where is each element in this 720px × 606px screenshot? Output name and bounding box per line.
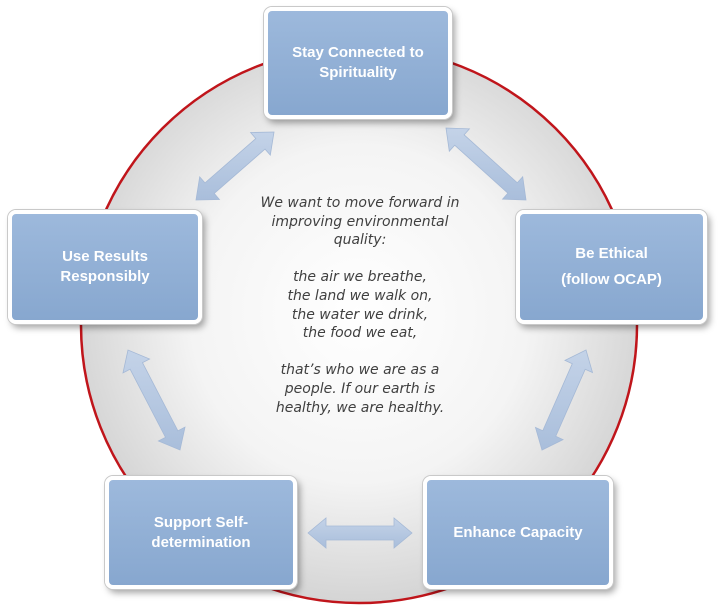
node-label-line: Support Self- xyxy=(153,513,249,531)
node-label-line: Be Ethical xyxy=(575,245,648,262)
statement-line: quality: xyxy=(333,232,387,249)
node-use-results-responsibly: Use Results Responsibly xyxy=(8,210,202,324)
arrow-top-left xyxy=(195,131,275,201)
statement-line: the water we drink, xyxy=(291,306,429,323)
arrow-top-right xyxy=(445,127,527,201)
center-statement: We want to move forward in improving env… xyxy=(236,194,484,417)
statement-line: We want to move forward in xyxy=(260,195,460,211)
statement-line: improving environmental xyxy=(271,213,449,230)
node-label-line: Responsibly xyxy=(60,268,150,285)
statement-line: the air we breathe, xyxy=(293,269,427,286)
arrow-right-bottom xyxy=(534,349,594,451)
node-support-self-determination: Support Self- determination xyxy=(105,476,297,589)
statement-line: that’s who we are as a xyxy=(280,362,440,379)
arrow-left-bottom xyxy=(122,349,186,451)
node-label-line: Enhance Capacity xyxy=(453,523,583,541)
statement-line: healthy, we are healthy. xyxy=(275,399,445,416)
node-label-line: Stay Connected to xyxy=(292,44,424,61)
node-label-line: (follow OCAP) xyxy=(561,271,662,288)
node-label-line: Spirituality xyxy=(319,64,397,81)
arrow-bottom xyxy=(307,517,413,549)
node-be-ethical: Be Ethical (follow OCAP) xyxy=(516,210,707,324)
statement-line: the food we eat, xyxy=(302,325,418,342)
node-label-line: determination xyxy=(151,533,251,551)
node-label-line: Use Results xyxy=(62,248,148,265)
statement-line: the land we walk on, xyxy=(287,287,433,304)
statement-line: people. If our earth is xyxy=(284,380,436,397)
node-enhance-capacity: Enhance Capacity xyxy=(423,476,613,589)
node-stay-connected-to-spirituality: Stay Connected to Spirituality xyxy=(264,7,452,119)
